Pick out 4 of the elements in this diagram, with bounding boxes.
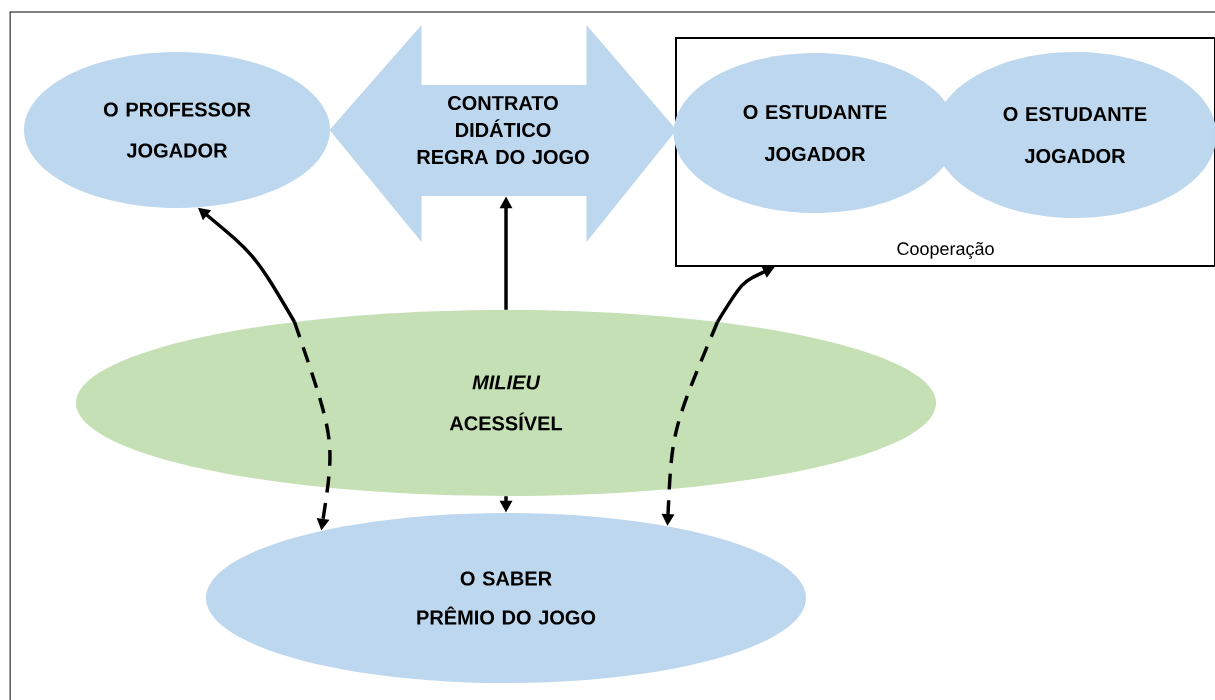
ellipse-node: MILIEU ACESSÍVEL — [76, 310, 936, 496]
ellipse-node: O PROFESSOR JOGADOR — [24, 52, 330, 208]
ellipse-node: O ESTUDANTE JOGADOR — [673, 53, 957, 213]
ellipse-node: O SABER PRÊMIO DO JOGO — [206, 513, 806, 683]
